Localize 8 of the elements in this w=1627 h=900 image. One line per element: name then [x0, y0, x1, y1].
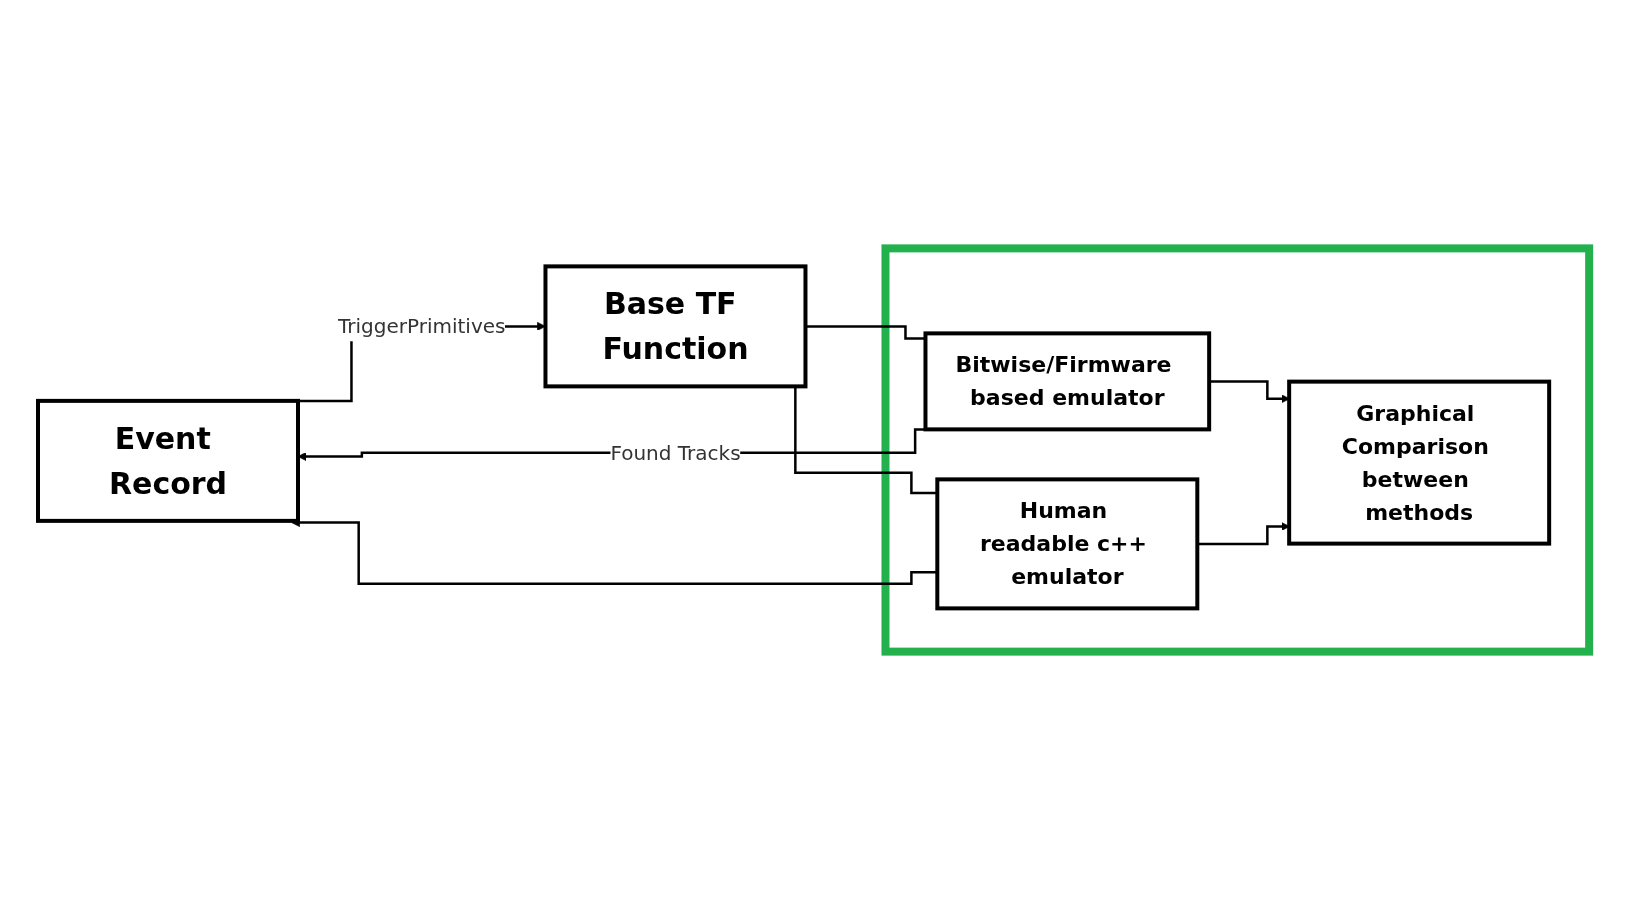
cluster — [881, 244, 1594, 656]
node-box: Event Record — [35, 398, 300, 523]
edge-label: Found Tracks — [610, 440, 741, 465]
node-box: Base TF Function — [543, 264, 808, 389]
node-box: Graphical Comparison between methods — [1287, 379, 1552, 546]
node-box: Human readable c++ emulator — [935, 477, 1200, 611]
edge-label: TriggerPrimitives — [337, 314, 506, 339]
node-box: Bitwise/Firmware based emulator — [923, 331, 1212, 432]
